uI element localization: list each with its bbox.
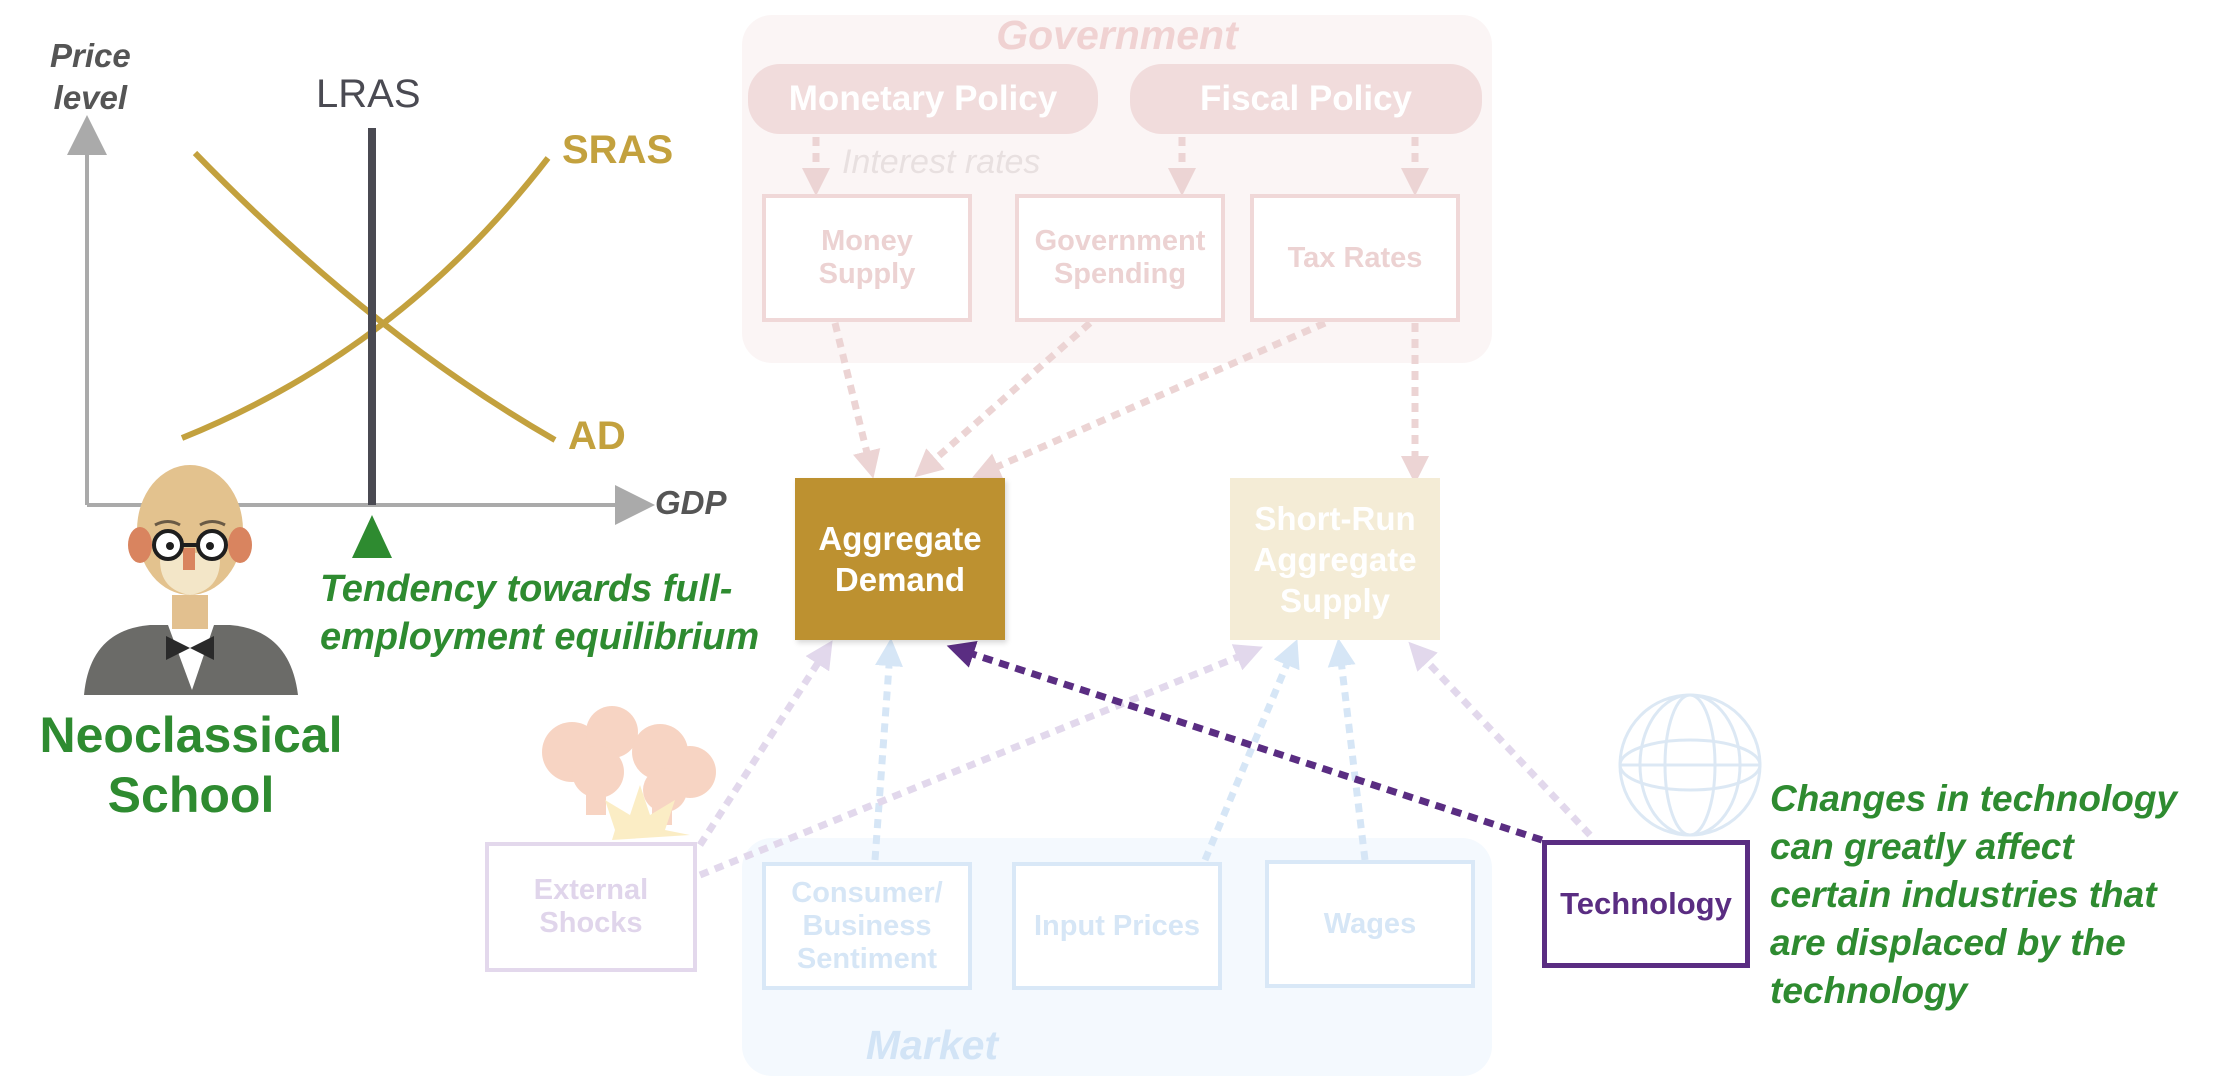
government-title: Government (996, 12, 1238, 58)
consumer-business-sentiment-box: Consumer/ Business Sentiment (762, 862, 972, 990)
wages-box: Wages (1265, 860, 1475, 988)
equilibrium-note: Tendency towards full- employment equili… (320, 568, 760, 658)
interest-rates-label: Interest rates (842, 143, 1041, 181)
sras-curve (180, 156, 551, 441)
government-spending-box: Government Spending (1015, 194, 1225, 322)
equilibrium-marker (352, 515, 392, 558)
technology-note: Changes in technology can greatly affect… (1770, 778, 2178, 1011)
technology-box: Technology (1542, 840, 1750, 968)
aggregate-demand-box: Aggregate Demand (795, 478, 1005, 640)
as-ad-graph (67, 115, 655, 558)
school-name: Neoclassical School (39, 707, 343, 823)
y-axis-label: Price level (50, 37, 131, 116)
market-arrows (871, 638, 1369, 862)
government-arrows (802, 137, 1429, 484)
money-supply-box: Money Supply (762, 194, 972, 322)
technology-to-ad-arrow (946, 641, 1544, 844)
fiscal-policy-pill: Fiscal Policy (1130, 64, 1482, 134)
external-shocks-box: External Shocks (485, 842, 697, 972)
tax-rates-box: Tax Rates (1250, 194, 1460, 322)
explosion-icon (542, 706, 716, 840)
monetary-policy-pill: Monetary Policy (748, 64, 1098, 134)
technology-globe-icon (1618, 693, 1762, 837)
input-prices-box: Input Prices (1012, 862, 1222, 990)
short-run-aggregate-supply-box: Short-Run Aggregate Supply (1230, 478, 1440, 640)
shock-arrows (697, 640, 1593, 879)
sras-label: SRAS (562, 128, 674, 172)
market-title: Market (865, 1022, 999, 1068)
x-axis-label: GDP (655, 484, 727, 521)
lras-label: LRAS (316, 72, 421, 116)
economist-avatar (84, 465, 298, 695)
ad-label: AD (568, 414, 626, 458)
